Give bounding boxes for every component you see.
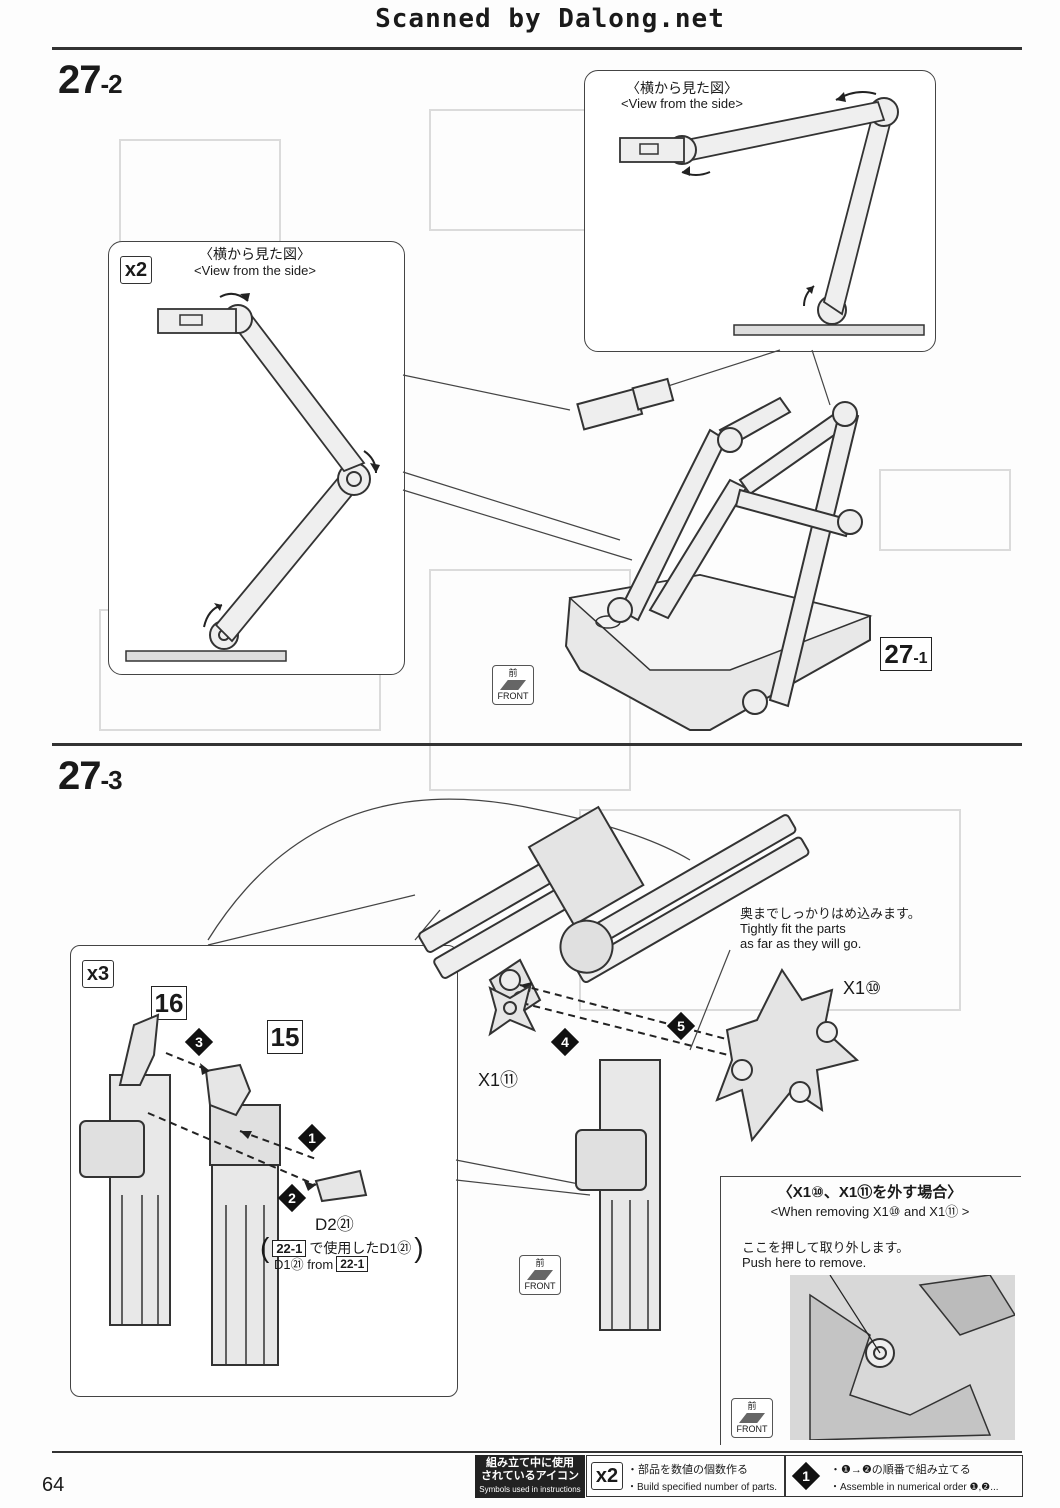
part-x1-10 (715, 968, 860, 1143)
front-en-label-3: FRONT (736, 1424, 768, 1434)
front-jp-label: 前 (508, 668, 518, 678)
tight-fit-en-1: Tightly fit the parts (740, 921, 846, 936)
scan-banner: Scanned by Dalong.net (375, 4, 725, 34)
d1-note-jp: で使用したD1㉑ (309, 1240, 412, 1256)
legend-multiplier-en: ・Build specified number of parts. (627, 1482, 778, 1493)
front-arrow-icon-3 (739, 1413, 765, 1423)
part-number-16: 16 (151, 986, 187, 1020)
icons-legend-jp-1: 組み立て中に使用 (486, 1457, 574, 1469)
gatling-sub-assembly (79, 1013, 368, 1366)
icons-legend-label: 組み立て中に使用 されているアイコン Symbols used in instr… (475, 1455, 585, 1498)
icons-legend-jp-2: されているアイコン (480, 1470, 580, 1482)
removal-detail-illustration (790, 1275, 1015, 1440)
d1-note-ref-box-en: 22-1 (336, 1255, 369, 1272)
stand-arm-side-view-left (125, 292, 380, 662)
top-rule (52, 47, 1022, 50)
step-27-2-label: 27-2 (58, 58, 123, 102)
side-view-caption-jp-right: 〈横から見た図〉 (626, 80, 738, 96)
legend-order-en: ・Assemble in numerical order ❶,❷... (830, 1482, 999, 1493)
front-jp-label-2: 前 (535, 1258, 545, 1268)
legend-item-multiplier: x2 ・部品を数値の個数作る ・Build specified number o… (586, 1455, 785, 1497)
icons-legend-en: Symbols used in instructions (479, 1485, 581, 1494)
front-jp-label-3: 前 (747, 1401, 757, 1411)
side-view-caption-jp: 〈横から見た図〉 (199, 246, 311, 262)
legend-order-icon: 1 (791, 1461, 821, 1491)
front-indicator-removal: 前 FRONT (731, 1398, 773, 1438)
removal-tip-en: Push here to remove. (742, 1255, 867, 1270)
d1-note-ref-box: 22-1 (272, 1239, 307, 1257)
x1-10-label: X1⑩ (843, 978, 882, 998)
front-arrow-icon-2 (527, 1270, 553, 1280)
d1-note: ( 22-1 で使用したD1㉑ ) D1㉑ from 22-1 (260, 1234, 450, 1273)
part-d2-label: D2㉑ (315, 1215, 354, 1234)
removal-tip: ここを押して取り外します。 Push here to remove. (742, 1240, 909, 1270)
part-number-15: 15 (267, 1020, 303, 1054)
ref-step-27-1: 27-1 (880, 637, 932, 671)
removal-title-en: <When removing X1⑩ and X1⑪ > (770, 1204, 970, 1219)
x1-11-label: X1⑪ (478, 1070, 519, 1090)
side-view-caption-en: <View from the side> (194, 263, 316, 278)
legend-multiplier-jp: ・部品を数値の個数作る (627, 1464, 748, 1476)
removal-title-jp: 〈X1⑩、X1⑪を外す場合〉 (777, 1184, 963, 1201)
removal-tip-jp: ここを押して取り外します。 (742, 1240, 910, 1255)
gatling-lower-assembly (575, 1059, 661, 1331)
part-x1-11 (488, 983, 537, 1037)
d1-note-paren-open: ( (260, 1232, 270, 1263)
side-view-caption-en-right: <View from the side> (621, 96, 743, 111)
front-arrow-icon (500, 680, 526, 690)
tight-fit-note: 奥までしっかりはめ込みます。 Tightly fit the parts as … (740, 906, 921, 951)
d1-note-en: D1㉑ from (274, 1257, 334, 1272)
tight-fit-jp: 奥までしっかりはめ込みます。 (740, 906, 921, 921)
front-en-label-2: FRONT (524, 1281, 556, 1291)
gatling-main-assembly (418, 805, 810, 1022)
front-en-label: FRONT (497, 691, 529, 701)
tight-fit-en-2: as far as they will go. (740, 936, 862, 951)
legend-order-jp: ・❶→❷の順番で組み立てる (830, 1464, 971, 1476)
page-number: 64 (42, 1474, 65, 1496)
legend-multiplier-icon: x2 (591, 1462, 623, 1490)
legend-item-order: 1 ・❶→❷の順番で組み立てる ・Assemble in numerical o… (785, 1455, 1023, 1497)
multiplier-x2-badge: x2 (120, 256, 152, 284)
step-27-3-label: 27-3 (58, 754, 123, 798)
stand-arm-side-view-right (619, 91, 925, 336)
front-indicator-27-2: 前 FRONT (492, 665, 534, 705)
display-stand-assembly (564, 377, 873, 731)
order-marker-5: 5 (666, 1011, 696, 1041)
removal-callout (720, 1176, 1021, 1445)
front-indicator-27-3: 前 FRONT (519, 1255, 561, 1295)
footer-rule (52, 1451, 1022, 1453)
multiplier-x3-badge: x3 (82, 960, 114, 988)
middle-rule (52, 743, 1022, 746)
d1-note-paren-close: ) (414, 1232, 424, 1263)
